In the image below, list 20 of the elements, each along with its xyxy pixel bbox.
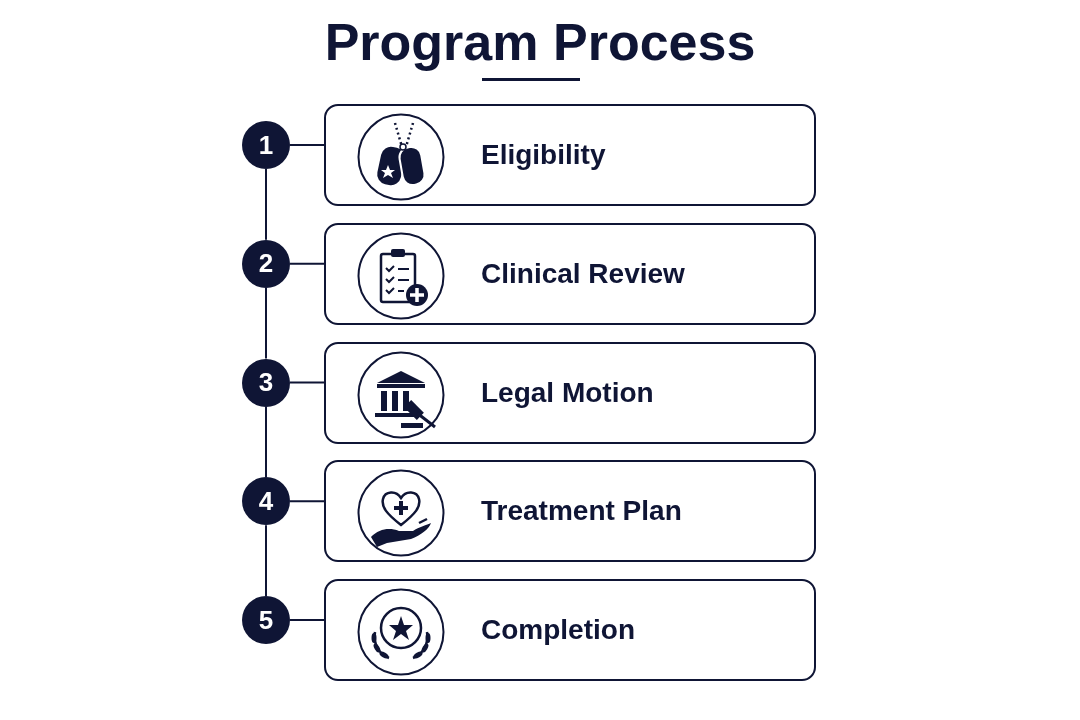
connector-line — [265, 286, 267, 360]
step-card — [324, 460, 816, 563]
connector-line — [289, 500, 325, 503]
connector-line — [289, 262, 325, 265]
connector-line — [265, 524, 267, 597]
connector-line — [289, 144, 325, 146]
connector-line — [265, 168, 267, 241]
title: Program Process — [324, 12, 756, 73]
step-card — [324, 579, 816, 681]
connector-line — [265, 405, 267, 479]
connector-line — [289, 381, 325, 384]
step-title: Clinical Review — [481, 256, 685, 291]
step-card — [324, 341, 816, 444]
step-title: Legal Motion — [481, 375, 654, 410]
connector-line — [289, 619, 325, 621]
step-card — [324, 222, 816, 325]
step-title: Completion — [481, 613, 635, 647]
step-card — [324, 104, 816, 206]
step-title: Treatment Plan — [481, 494, 682, 529]
step-title: Eligibility — [481, 138, 606, 172]
